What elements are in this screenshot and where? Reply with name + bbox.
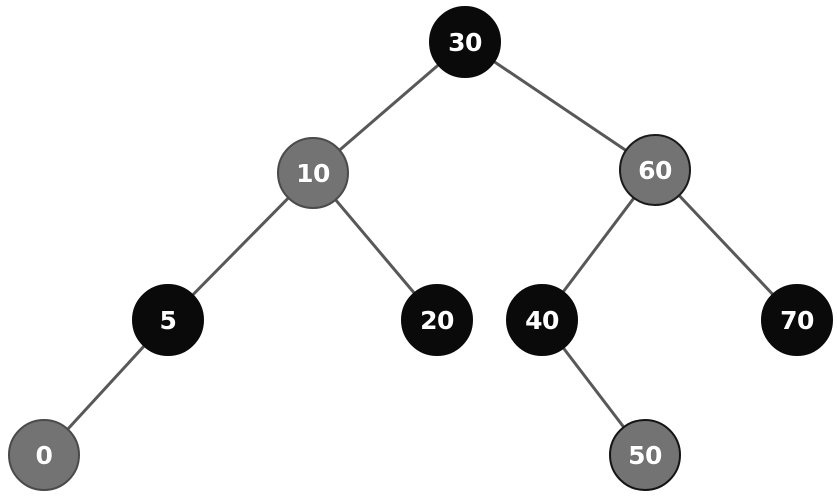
tree-node-label: 60 — [638, 155, 672, 185]
tree-edge — [463, 40, 657, 172]
tree-node-30[interactable]: 30 — [429, 6, 501, 78]
tree-node-label: 5 — [159, 305, 177, 335]
tree-node-0[interactable]: 0 — [8, 419, 80, 491]
tree-node-5[interactable]: 5 — [132, 284, 204, 356]
tree-node-70[interactable]: 70 — [761, 284, 833, 356]
tree-node-label: 40 — [525, 305, 559, 335]
tree-node-50[interactable]: 50 — [609, 419, 681, 491]
tree-node-20[interactable]: 20 — [401, 284, 473, 356]
tree-node-label: 0 — [35, 440, 53, 470]
tree-node-40[interactable]: 40 — [506, 284, 578, 356]
tree-node-label: 50 — [628, 440, 662, 470]
tree-node-label: 70 — [780, 305, 814, 335]
tree-node-60[interactable]: 60 — [619, 134, 691, 206]
tree-node-label: 20 — [420, 305, 454, 335]
tree-node-10[interactable]: 10 — [277, 137, 349, 209]
tree-node-label: 10 — [296, 158, 330, 188]
tree-node-label: 30 — [448, 27, 482, 57]
